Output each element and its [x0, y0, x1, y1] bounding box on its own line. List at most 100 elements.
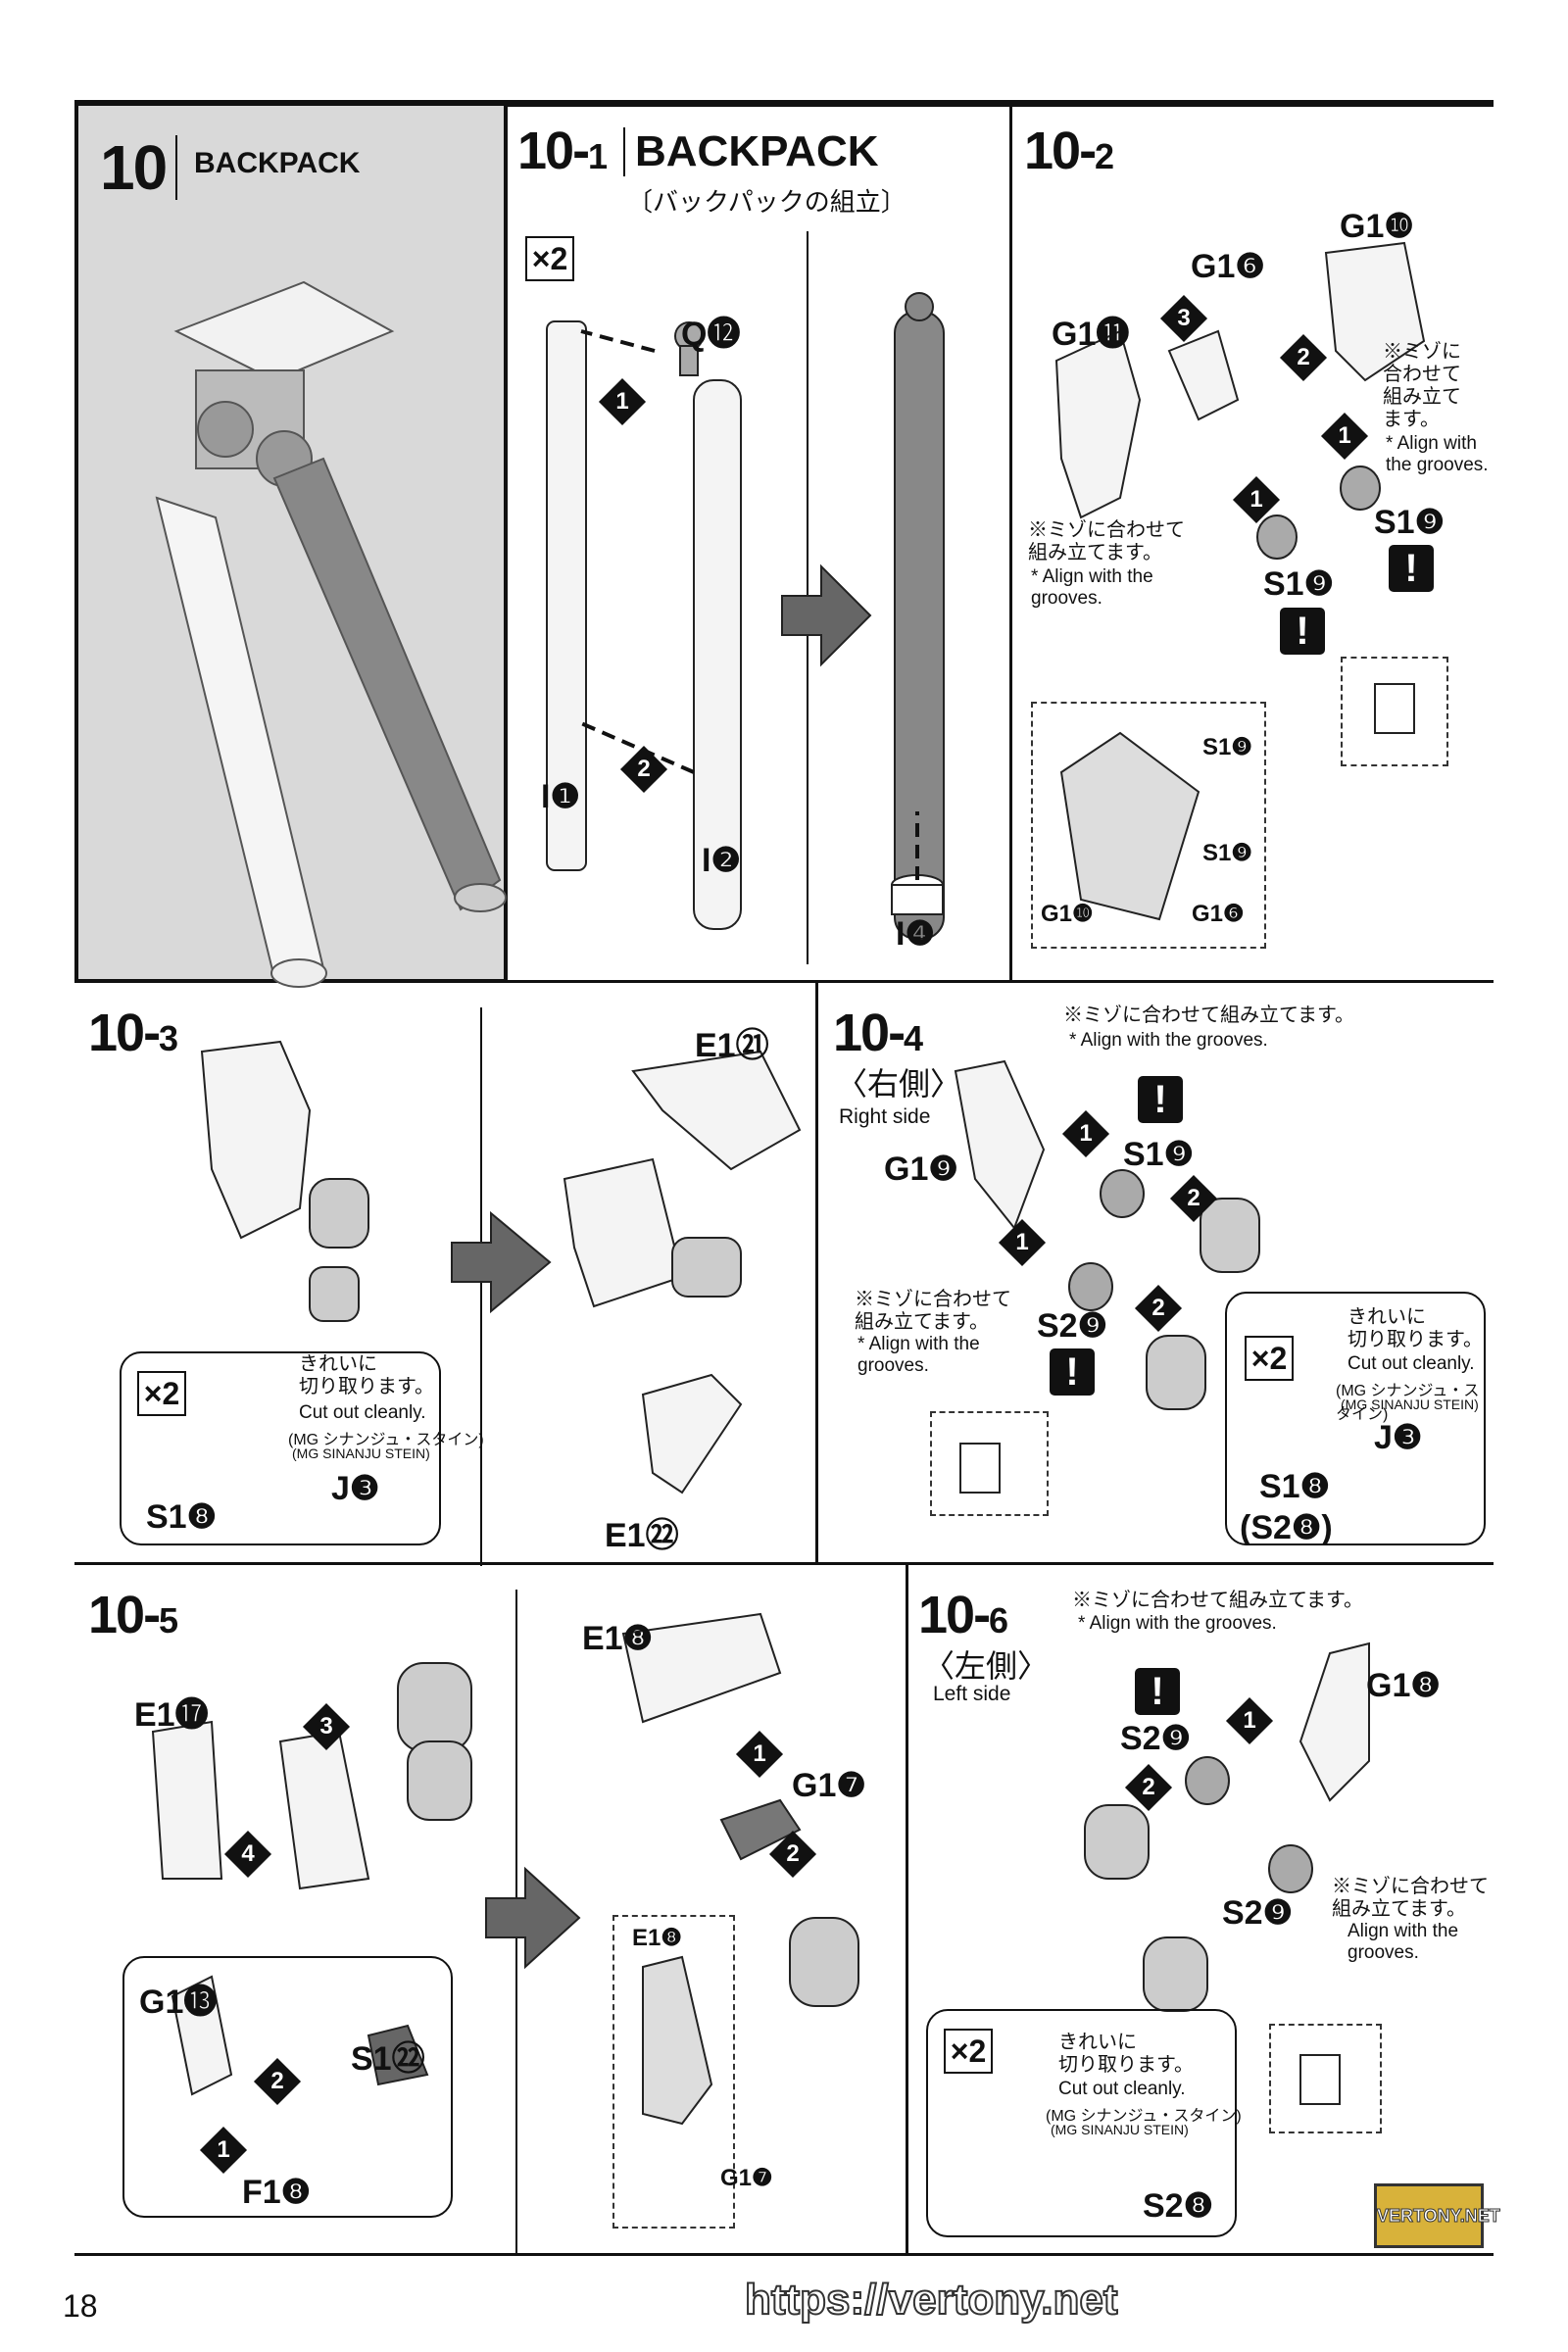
align-note-jp: ※ミゾに合わせて 組み立てます。	[855, 1289, 1011, 1333]
part-label-q12: Q⓬	[681, 316, 741, 353]
part-label-g113: G1⓭	[139, 1984, 218, 2021]
step-marker-label: 1	[615, 388, 629, 415]
step-marker-3: 3	[302, 1702, 351, 1751]
step-number: 10-4	[833, 1003, 923, 1063]
part-label-s28: S2❽	[1143, 2187, 1214, 2225]
top-rule	[74, 100, 1494, 107]
kit-name-en: (MG SINANJU STEIN)	[1051, 2122, 1189, 2137]
align-note-jp: ※ミゾに合わせて 組み立てます。	[1332, 1876, 1489, 1920]
detail-box-small	[1269, 2024, 1382, 2133]
detail-box	[612, 1915, 735, 2229]
step-marker-1: 1	[1061, 1109, 1110, 1158]
side-label-en: Left side	[933, 1683, 1011, 1705]
parts-illustration	[1084, 1642, 1370, 2105]
part-label-i4: I❹	[896, 915, 935, 953]
step-marker-label: 2	[270, 2068, 284, 2094]
step-marker-2: 2	[1134, 1284, 1183, 1333]
panel-step-10-3: 10-3 ×2 きれいに 切り取ります。 Cut out cleanly. (M…	[74, 983, 818, 1566]
part-label-s19: S1❾	[1123, 1136, 1195, 1173]
part-label: G1❻	[1192, 901, 1245, 927]
step-marker-1: 1	[1320, 412, 1369, 461]
cut-note-jp: きれいに 切り取ります。	[1348, 1306, 1483, 1350]
side-label-jp: 〈左側〉	[923, 1648, 1050, 1684]
cut-note-jp: きれいに 切り取ります。	[1058, 2032, 1194, 2076]
parts-illustration	[1054, 241, 1426, 921]
part-label-s18: S1❽	[1259, 1468, 1331, 1505]
part-label-s28: (S2❽)	[1240, 1509, 1333, 1546]
step-marker-label: 1	[217, 2136, 230, 2163]
part-label-s29: S2❾	[1037, 1307, 1108, 1345]
step-marker-label: 1	[1015, 1229, 1029, 1255]
step-marker-2: 2	[1124, 1763, 1173, 1812]
part-label-j3: J❸	[331, 1470, 380, 1507]
step-marker-1: 1	[998, 1218, 1047, 1267]
step-marker-label: 4	[241, 1840, 255, 1867]
step-marker-label: 2	[1152, 1295, 1165, 1321]
step-number-main: 10-	[88, 1586, 161, 1644]
part-label: G1❼	[720, 2165, 773, 2191]
panel-step-10-6: 10-6 〈左側〉 Left side ※ミゾに合わせて組み立てます。 * Al…	[908, 1565, 1500, 2254]
step-marker-2: 2	[1169, 1174, 1218, 1223]
backpack-illustration	[155, 280, 507, 988]
step-marker-1: 1	[598, 377, 647, 426]
warning-icon: !	[1138, 1076, 1183, 1123]
part-label-s29: S2❾	[1120, 1720, 1192, 1757]
cut-note-en: Cut out cleanly.	[1058, 2079, 1186, 2099]
step-number: 10-6	[918, 1585, 1008, 1645]
cut-note-inset	[1225, 1292, 1486, 1545]
divider	[480, 1007, 482, 1566]
warning-icon: !	[1050, 1348, 1095, 1396]
align-note-top-jp: ※ミゾに合わせて組み立てます。	[1063, 1004, 1354, 1026]
part-label: G1❿	[1041, 901, 1094, 927]
warning-icon: !	[1135, 1668, 1180, 1715]
watermark: https://vertony.net	[744, 2275, 1119, 2325]
kit-name-jp: (MG シナンジュ・スタイン)	[1336, 1383, 1480, 1423]
step-marker-label: 2	[637, 756, 651, 782]
step-number-sub: 6	[989, 1600, 1008, 1641]
align-note-en: * Align with the grooves.	[858, 1334, 980, 1376]
parts-illustration	[151, 1612, 859, 2126]
part-label-g111: G1⓫	[1052, 316, 1130, 353]
align-note-en: * Align with the grooves.	[1031, 566, 1153, 609]
cut-note-jp: きれいに 切り取ります。	[299, 1353, 434, 1397]
kit-name-en: (MG SINANJU STEIN)	[1341, 1396, 1479, 1412]
align-note-top-en: * Align with the grooves.	[1078, 1613, 1277, 1634]
part-label-s122: S1㉒	[351, 2040, 425, 2078]
align-note-top-en: * Align with the grooves.	[1069, 1030, 1268, 1051]
part-label-e117: E1⓱	[134, 1696, 209, 1734]
vertony-logo: VERTONY.NET	[1374, 2183, 1500, 2248]
step-marker-1: 1	[1225, 1696, 1274, 1745]
step-marker-label: 1	[753, 1740, 766, 1767]
detail-box-small	[1341, 657, 1448, 766]
part-label-f18: F1❽	[242, 2174, 312, 2211]
panel-step-10-5: 10-5 3 4 E1⓱ G1⓭ S1㉒ F1❽ 2 1 E1❽ 1 G1❼ 2…	[74, 1565, 908, 2254]
detail-box-small	[930, 1411, 1049, 1516]
step-number-main: 10-	[1024, 122, 1097, 180]
part-label-s29: S2❾	[1222, 1894, 1294, 1932]
part-label-e122: E1㉒	[605, 1517, 679, 1554]
step-number-main: 10-	[918, 1586, 991, 1644]
step-number-main: 10-	[833, 1004, 906, 1062]
part-label-i2: I❷	[702, 842, 741, 879]
part-label: E1❽	[632, 1925, 682, 1951]
kit-name-jp: (MG シナンジュ・スタイン)	[288, 1432, 484, 1448]
step-number: 10-1	[517, 121, 608, 181]
step-marker-label: 2	[1187, 1185, 1200, 1211]
quantity-badge: ×2	[1245, 1336, 1294, 1381]
cut-note-en: Cut out cleanly.	[299, 1402, 426, 1423]
step-marker-label: 2	[1142, 1774, 1155, 1800]
part-label: S1❾	[1202, 734, 1252, 760]
step-marker-label: 1	[1338, 422, 1351, 449]
step-number-sub: 2	[1095, 136, 1114, 176]
step-number: 10	[100, 135, 178, 200]
step-marker-2: 2	[253, 2057, 302, 2106]
part-label-g16: G1❻	[1191, 248, 1265, 285]
warning-icon: !	[1389, 545, 1434, 592]
part-label-j3: J❸	[1374, 1419, 1423, 1456]
step-marker-label: 1	[1250, 486, 1263, 513]
step-marker-1: 1	[199, 2126, 248, 2175]
step-marker-2: 2	[768, 1830, 817, 1879]
part-label-g17: G1❼	[792, 1767, 866, 1804]
panel-step-10-4: 10-4 〈右側〉 Right side ※ミゾに合わせて組み立てます。 * A…	[818, 983, 1494, 1565]
detail-inset	[122, 1956, 453, 2218]
